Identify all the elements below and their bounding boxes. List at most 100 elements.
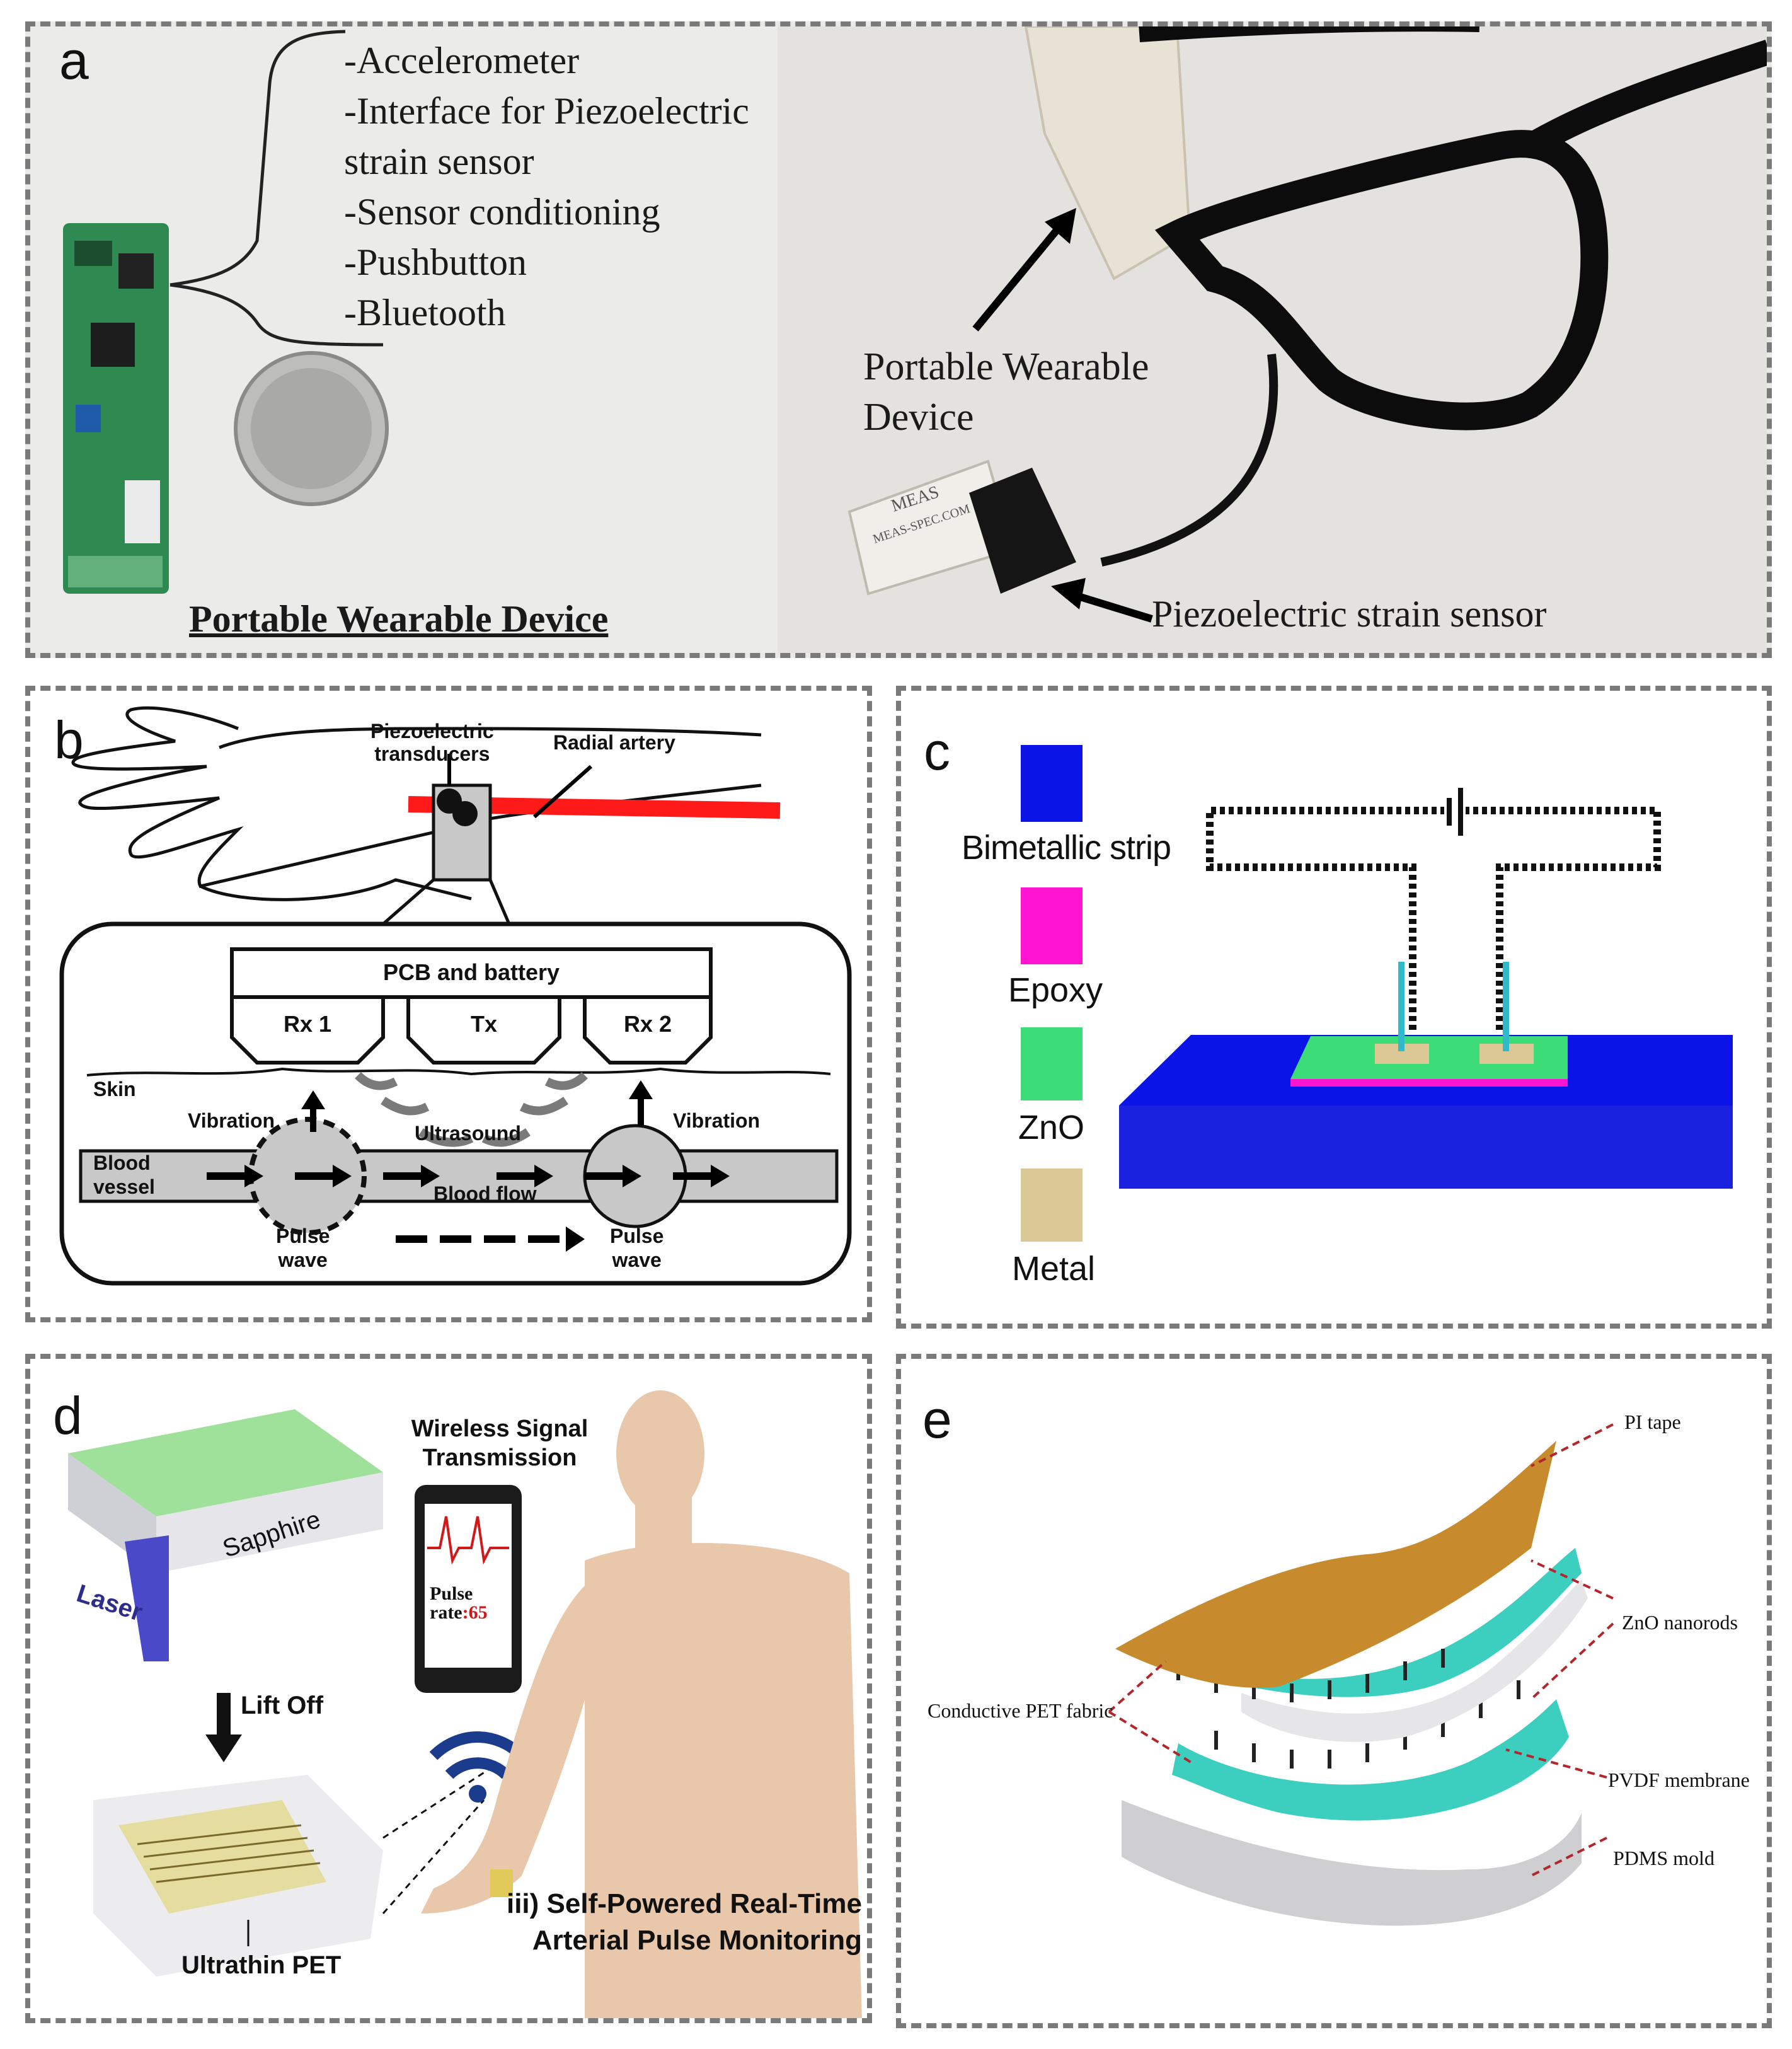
panel-a-label: a (59, 31, 89, 90)
bottom-fabric (1172, 1699, 1569, 1821)
blood-vessel-label: Blood vessel (93, 1151, 155, 1199)
device-arrow-label-line1: Portable Wearable (863, 345, 1149, 388)
bracket-bottom (169, 283, 384, 347)
panel-a: MEAS MEAS-SPEC.COM a -Accelerometer -Int… (25, 21, 1772, 658)
sensor-label: Piezoelectric strain sensor (1152, 593, 1547, 635)
ultrasound-label: Ultrasound (415, 1122, 521, 1145)
panel-b: b Piezoelectric transducers Radial arter… (25, 686, 872, 1322)
pcb-board-image (63, 223, 169, 594)
panel-e-diagram (1108, 1423, 1614, 1926)
legend-swatch-epoxy (1021, 887, 1083, 964)
pvdf-membrane (1241, 1579, 1588, 1742)
pulse-rate-line2: rate (430, 1602, 462, 1623)
panel-c-diagram (1021, 745, 1733, 1242)
panel-d-diagram (68, 1390, 862, 2018)
feature-item: -Sensor conditioning (344, 191, 660, 233)
pulse-wave-left-label: Pulse wave (276, 1224, 330, 1272)
rx2-label: Rx 2 (623, 1011, 672, 1037)
pi-tape-label: PI tape (1624, 1411, 1681, 1433)
electrode-lines (137, 1824, 321, 1883)
transducers-line1: Piezoelectric (370, 720, 494, 742)
sapphire-block (156, 1472, 383, 1573)
transducers-label: Piezoelectric transducers (370, 720, 494, 765)
legend-swatch-metal (1021, 1169, 1083, 1242)
radial-artery-label: Radial artery (553, 731, 675, 754)
skin-label: Skin (93, 1078, 136, 1100)
strain-sensor-image: MEAS MEAS-SPEC.COM (847, 459, 1076, 596)
pulse-right-line2: wave (612, 1249, 662, 1271)
artery-arrow (533, 765, 592, 819)
leader-lines (1108, 1423, 1614, 1877)
panel-c-label: c (924, 722, 950, 781)
conductive-pet-label: Conductive PET fabric (928, 1699, 1113, 1722)
transducers-line2: transducers (374, 742, 490, 765)
panel-b-diagram (59, 706, 852, 1286)
skin-line (86, 1067, 831, 1076)
pulse-trace (427, 1516, 509, 1565)
legend-label-zno: ZnO (1018, 1109, 1085, 1146)
panel-a-photo: MEAS MEAS-SPEC.COM (30, 26, 1767, 653)
epoxy-layer (1290, 1079, 1568, 1087)
tx-label: Tx (470, 1011, 497, 1037)
panel-c: c Bimetallic strip Epoxy ZnO Metal (896, 686, 1772, 1329)
panel-d: d Wireless Signal Transmission Sapphire … (25, 1354, 872, 2023)
wireless-line1: Wireless Signal (411, 1416, 589, 1442)
pulse-left-line2: wave (278, 1249, 328, 1271)
legend-swatch-zno (1021, 1027, 1083, 1100)
tx-box (406, 995, 561, 1065)
device-arrow (972, 219, 1067, 332)
pulse-rate-line1: Pulse (430, 1583, 473, 1604)
device-arrow-head (1045, 208, 1076, 244)
blood-vessel-line1: Blood (93, 1151, 151, 1174)
legend-label-metal: Metal (1012, 1250, 1096, 1288)
top-fabric (1153, 1548, 1582, 1697)
feature-item: -Accelerometer (344, 40, 580, 81)
feature-item: -Bluetooth (344, 292, 506, 333)
pi-tape (1115, 1441, 1556, 1688)
ultrasound-waves (355, 1071, 588, 1147)
pulse-wave-right-label: Pulse wave (610, 1224, 663, 1272)
pulse-left-line1: Pulse (276, 1225, 330, 1247)
panel-e-label: e (922, 1390, 952, 1449)
wireless-label: Wireless Signal Transmission (396, 1414, 604, 1472)
monitoring-line1: iii) Self-Powered Real-Time (506, 1888, 862, 1919)
circuit-wire (1206, 807, 1661, 1030)
vibration-right-label: Vibration (673, 1109, 761, 1132)
monitoring-label: iii) Self-Powered Real-Time Arterial Pul… (434, 1886, 862, 1959)
lift-off-arrow (217, 1693, 231, 1737)
human-figure (421, 1390, 862, 2018)
zno-nanorods-label: ZnO nanorods (1622, 1611, 1738, 1634)
laser-beam (125, 1535, 169, 1661)
ultrathin-label: Ultrathin PET (181, 1951, 342, 1979)
legend-swatch-bimetallic (1021, 745, 1083, 822)
legend-label-bimetallic: Bimetallic strip (962, 829, 1171, 867)
hand-outline (71, 706, 762, 901)
sensor-arrow (1069, 590, 1153, 623)
pdms-mold (1122, 1800, 1582, 1926)
lift-off-label: Lift Off (241, 1692, 324, 1719)
device-arrow-label-line2: Device (863, 396, 974, 439)
blood-vessel-line2: vessel (93, 1175, 155, 1198)
top-nanorods (1176, 1649, 1445, 1702)
feature-item: strain sensor (344, 141, 534, 182)
panel-e: e PI tape ZnO nanorods Conductive PET fa… (896, 1354, 1772, 2028)
monitoring-line2: Arterial Pulse Monitoring (532, 1925, 862, 1956)
transducer-dot (452, 801, 478, 826)
panel-b-label: b (54, 710, 84, 770)
pulse-rate-value: :65 (462, 1602, 488, 1623)
feature-list: -Accelerometer -Interface for Piezoelect… (344, 35, 749, 338)
pcb-label: PCB and battery (382, 959, 560, 985)
panel-d-label: d (53, 1386, 83, 1445)
pdms-label: PDMS mold (1613, 1847, 1714, 1869)
bracket-top (169, 30, 346, 287)
sapphire-film (68, 1409, 383, 1516)
pulse-wave-arrow (396, 1227, 585, 1252)
wireless-line2: Transmission (422, 1445, 577, 1471)
blood-flow-label: Blood flow (434, 1182, 537, 1205)
device-arrow-label: Portable Wearable Device (863, 342, 1149, 442)
rx1-label: Rx 1 (283, 1011, 332, 1037)
wrist-sensor (490, 1869, 513, 1897)
feature-item: -Pushbutton (344, 241, 527, 283)
device-caption: Portable Wearable Device (189, 598, 609, 640)
sensor-arrow-head (1051, 578, 1086, 609)
